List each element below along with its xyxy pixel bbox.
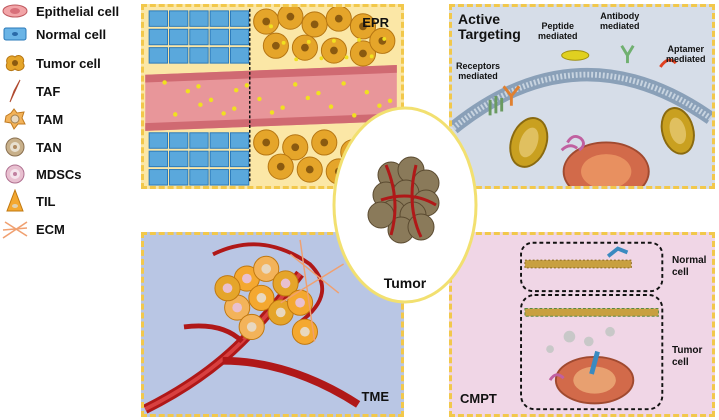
legend-item-mdsc: MDSCs (0, 163, 82, 185)
aptamer-mediated-label: Aptamer mediated (666, 44, 706, 64)
active-targeting-illustration (452, 44, 712, 186)
epr-title: EPR (362, 15, 389, 30)
legend-label: Tumor cell (36, 55, 101, 71)
tan-icon (0, 136, 30, 158)
ecm-icon (0, 218, 30, 240)
taf-icon (0, 79, 30, 103)
epithelial-cell-icon (0, 0, 30, 22)
legend-item-til: TIL (0, 189, 56, 212)
tumor-cell-icon (0, 52, 30, 74)
peptide-mediated-label: Peptide mediated (538, 21, 578, 41)
antibody-mediated-label: Antibody mediated (600, 11, 640, 31)
active-targeting-panel: Active Targeting Peptide mediated Antibo… (449, 4, 715, 189)
center-tumor: Tumor (331, 105, 479, 305)
cmpt-normal-cell-label: Normal cell (672, 255, 707, 278)
active-targeting-title: Active Targeting (458, 11, 521, 42)
legend-item-taf: TAF (0, 79, 61, 103)
cmpt-panel: Normal cell Tumor cell CMPT (449, 232, 715, 417)
legend-label: MDSCs (36, 166, 82, 182)
tam-icon (0, 108, 30, 130)
tumor-label: Tumor (383, 275, 427, 291)
mdsc-icon (0, 163, 30, 185)
legend-label: TAF (36, 83, 61, 99)
tumor-circle (332, 106, 478, 304)
legend-item-tam: TAM (0, 108, 63, 130)
legend-label: TIL (36, 193, 56, 209)
legend-item-tumor: Tumor cell (0, 52, 101, 74)
legend-label: TAM (36, 111, 64, 127)
tme-title: TME (361, 389, 389, 404)
legend-label: ECM (36, 221, 65, 237)
legend-item-tan: TAN (0, 136, 62, 158)
tme-illustration (144, 239, 361, 414)
receptors-mediated-label: Receptors mediated (456, 61, 501, 81)
cmpt-title: CMPT (460, 391, 497, 406)
legend-label: Epithelial cell (36, 3, 120, 19)
legend-label: TAN (36, 139, 62, 155)
normal-cell-icon (0, 23, 30, 45)
cmpt-illustration (520, 241, 664, 411)
legend-item-ecm: ECM (0, 218, 65, 240)
legend: Epithelial cell Normal cell Tumor cell T… (0, 0, 145, 260)
legend-item-normal: Normal cell (0, 23, 106, 45)
legend-label: Normal cell (36, 26, 107, 42)
til-icon (0, 189, 30, 212)
legend-item-epithelial: Epithelial cell (0, 0, 119, 22)
cmpt-tumor-cell-label: Tumor cell (672, 345, 703, 368)
